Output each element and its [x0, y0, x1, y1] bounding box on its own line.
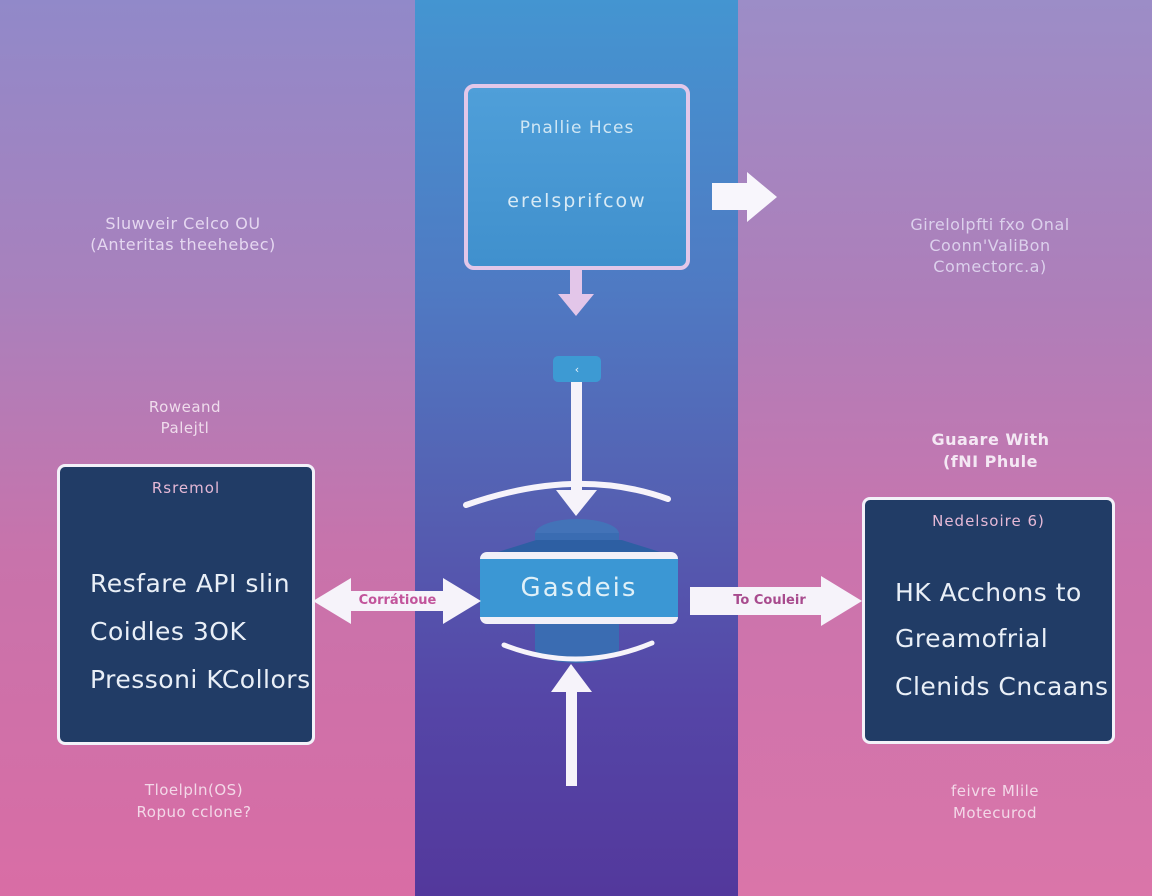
annotation-bottom-left: Tloelpln(OS) Ropuo cclone? — [88, 779, 300, 823]
annotation-line: feivre Mlile — [950, 782, 1040, 800]
left-arrow-label: Corrátioue — [358, 593, 437, 608]
annotation-line: Coonn'ValiBon — [929, 236, 1051, 255]
annotation-line: (Anteritas theehebec) — [90, 235, 276, 254]
background-left-panel — [0, 0, 415, 896]
right-box-line: HK Acchons to — [895, 578, 1082, 607]
annotation-line: Palejtl — [160, 419, 210, 437]
right-box-line: Clenids Cncaans — [895, 672, 1109, 701]
annotation-line: Sluwveir Celco OU — [105, 214, 261, 233]
left-box-header: Rsremol — [151, 479, 221, 497]
left-box-line: Pressoni KCollors — [90, 665, 311, 694]
annotation-line: (fNI Phule — [942, 452, 1039, 471]
mini-tab: ‹ — [553, 356, 601, 382]
annotation-line: Comectorc.a) — [933, 257, 1047, 276]
center-banner-label: Gasdeis — [520, 573, 638, 603]
top-process-box: Pnallie Hces erelsprifcow — [464, 84, 690, 270]
right-box-header: Nedelsoire 6) — [932, 512, 1045, 530]
annotation-line: Roweand — [148, 398, 222, 416]
right-box-line: Greamofrial — [895, 624, 1049, 653]
chevron-left-icon: ‹ — [574, 362, 580, 376]
left-box-line: Resfare API slin — [90, 569, 291, 598]
annotation-line: Girelolpfti fxo Onal — [910, 215, 1070, 234]
right-info-box: Nedelsoire 6) HK Acchons to Greamofrial … — [862, 497, 1115, 744]
center-banner: Gasdeis — [480, 552, 678, 624]
annotation-top-right: Girelolpfti fxo Onal Coonn'ValiBon Comec… — [876, 214, 1104, 277]
annotation-mid-right: Guaare With (fNI Phule — [898, 429, 1083, 473]
left-box-line: Coidles 3OK — [90, 617, 247, 646]
top-box-subtitle: erelsprifcow — [507, 190, 647, 212]
annotation-line: Tloelpln(OS) — [144, 781, 244, 799]
annotation-line: Ropuo cclone? — [136, 803, 252, 821]
right-arrow-label: To Couleir — [733, 593, 806, 608]
top-box-title: Pnallie Hces — [519, 118, 635, 138]
annotation-line: Motecurod — [952, 804, 1038, 822]
annotation-line: Guaare With — [931, 430, 1050, 449]
left-info-box: Rsremol Resfare API slin Coidles 3OK Pre… — [57, 464, 315, 745]
annotation-top-left: Sluwveir Celco OU (Anteritas theehebec) — [58, 213, 308, 255]
annotation-bottom-right: feivre Mlile Motecurod — [896, 780, 1094, 824]
annotation-mid-left: Roweand Palejtl — [110, 397, 260, 439]
background-right-panel — [738, 0, 1152, 896]
